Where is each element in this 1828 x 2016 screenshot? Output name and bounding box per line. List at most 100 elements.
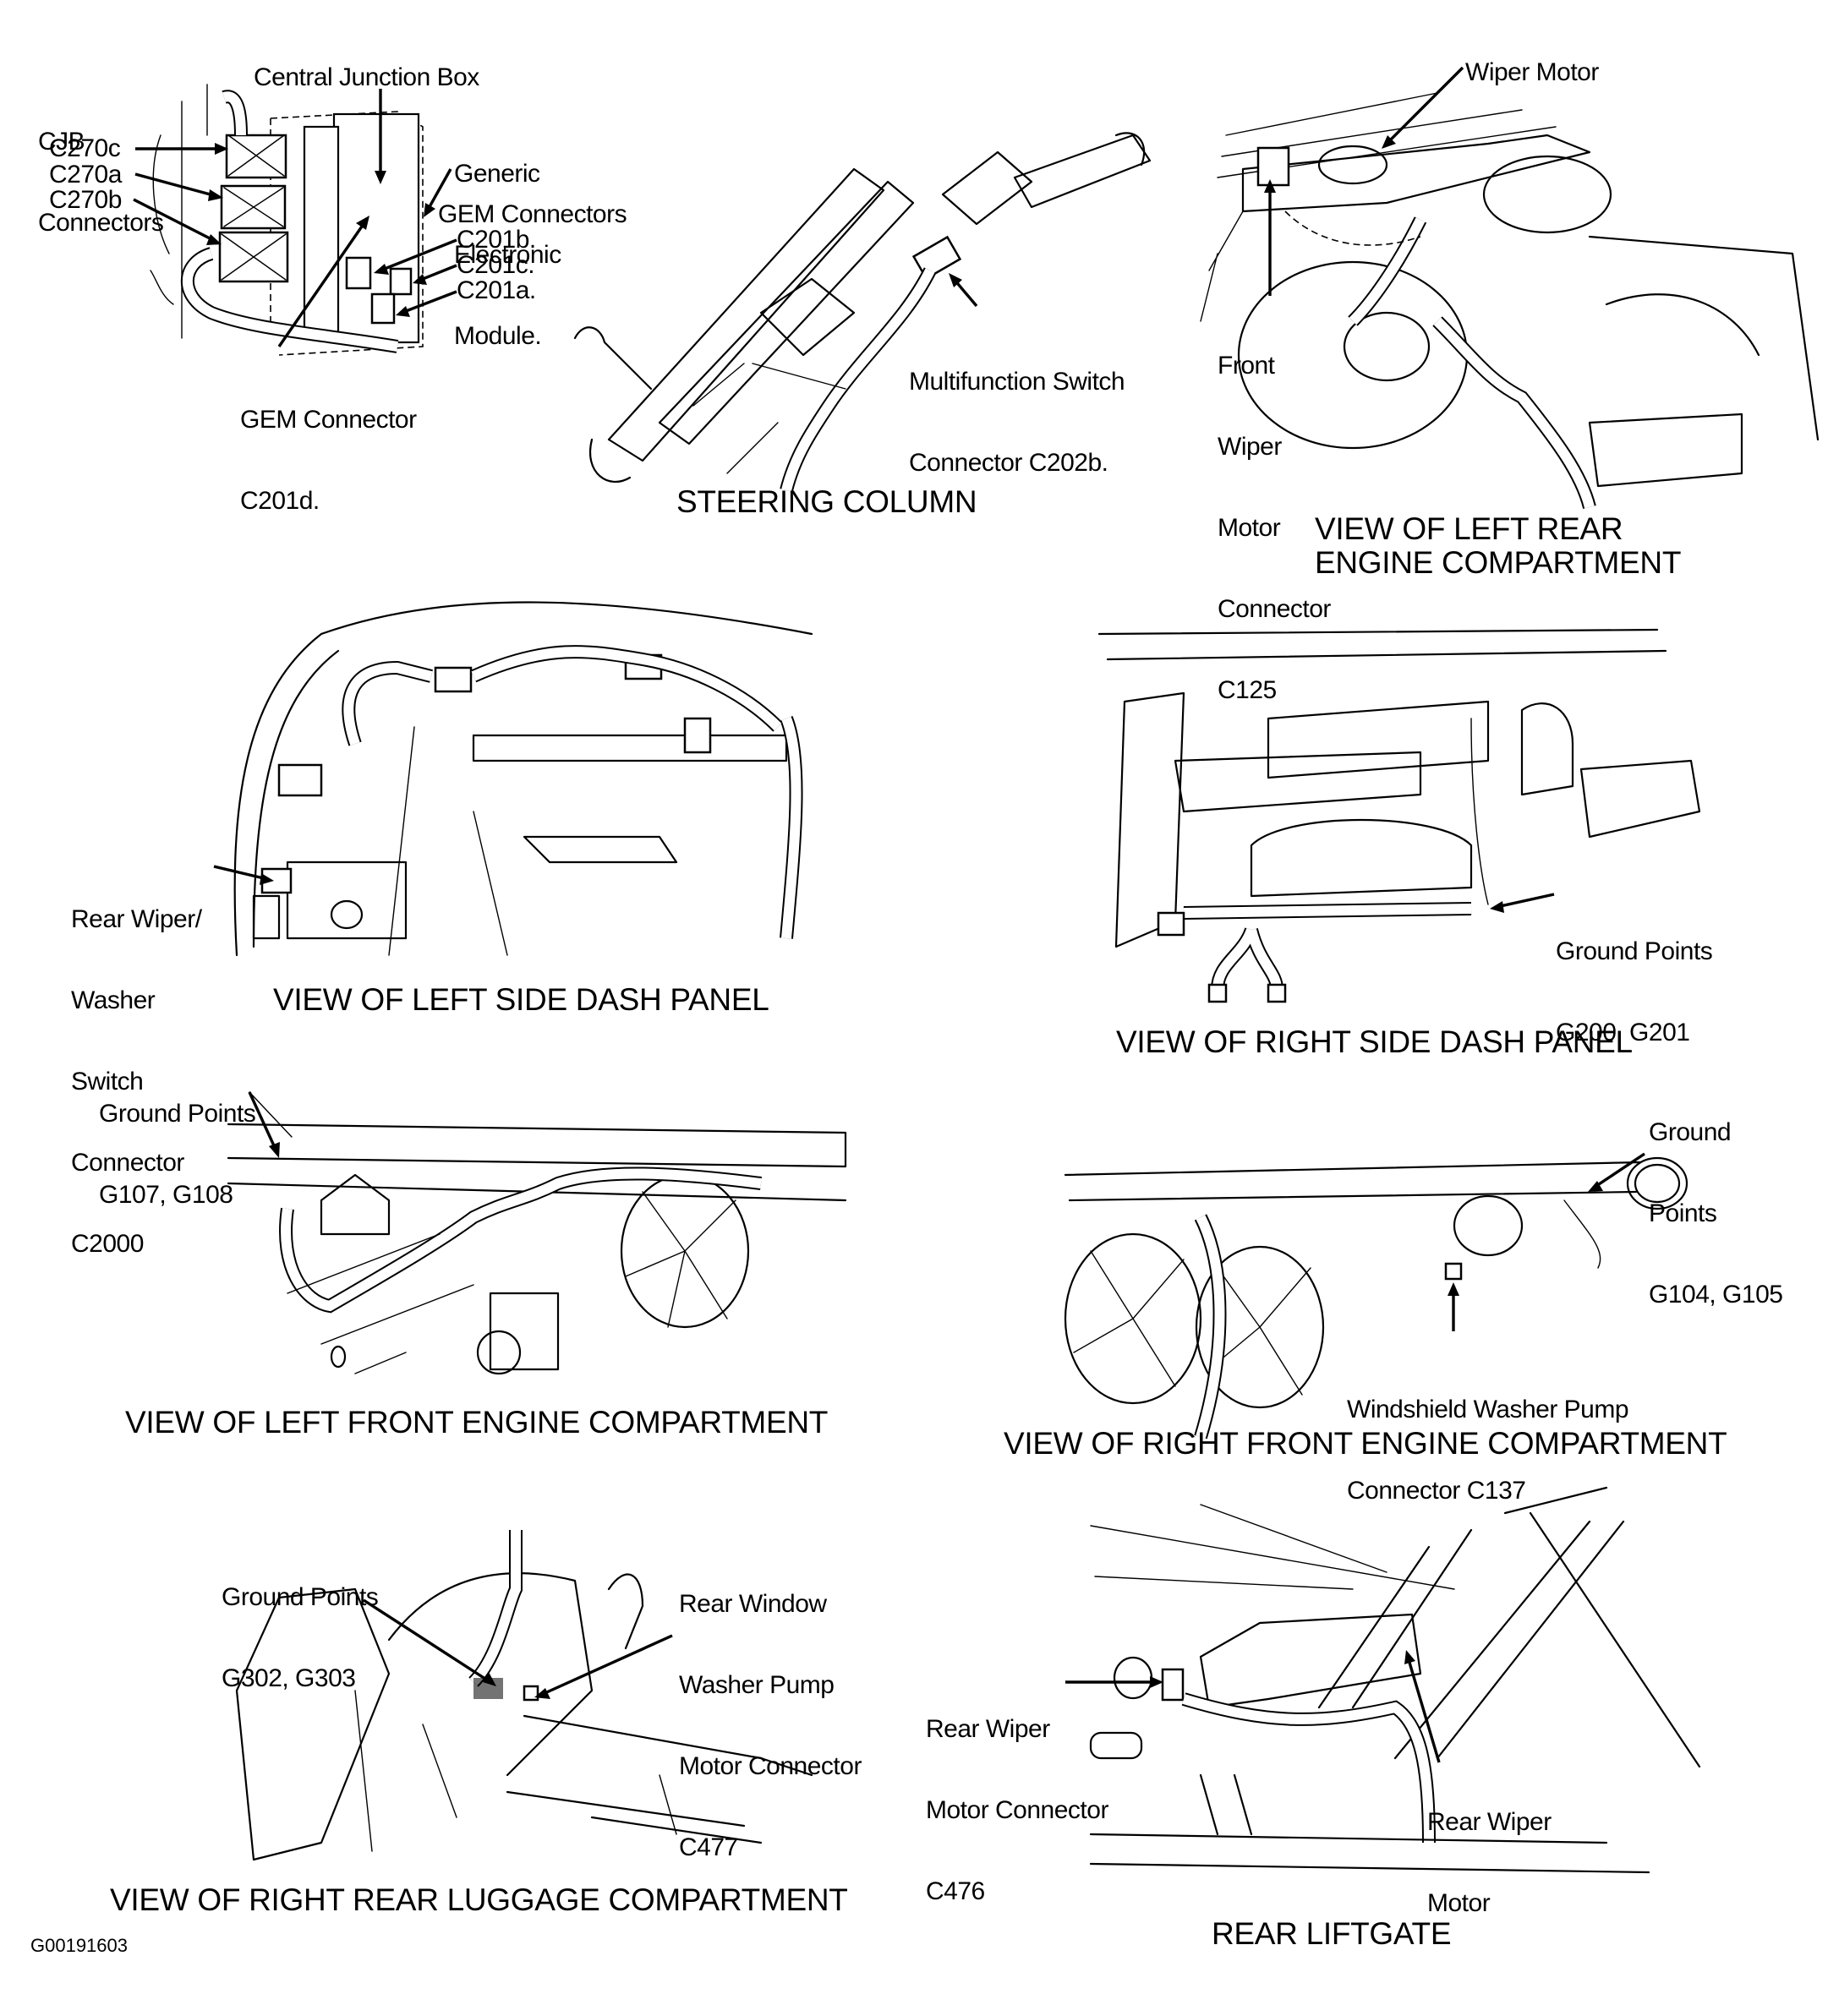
label-ground-points-g200-g201: Ground Points G200, G201	[1556, 884, 1713, 1101]
label-line: Wiper	[1218, 433, 1282, 461]
right-rear-luggage-drawing	[235, 1530, 813, 1861]
label-line: G302, G303	[222, 1664, 356, 1692]
caption-left-rear-engine-compartment: VIEW OF LEFT REAR ENGINE COMPARTMENT	[1315, 512, 1681, 580]
label-line: GEM Connector	[240, 406, 417, 434]
label-line: Rear Wiper	[926, 1715, 1050, 1743]
label-line: Connector	[1218, 595, 1331, 623]
label-line: Rear Window	[679, 1590, 827, 1618]
wiper-motor-body	[1317, 145, 1388, 185]
connector-c137	[1444, 1262, 1463, 1281]
label-rear-wiper-motor-connector: Rear Wiper Motor Connector C476	[926, 1662, 1108, 1959]
connector-c201a	[370, 292, 396, 325]
rear-wiper-motor-body	[1199, 1613, 1422, 1709]
label-c201c: C201c.	[457, 251, 535, 279]
label-line: CJB	[38, 128, 85, 156]
label-rear-wiper-motor: Rear Wiper Motor	[1427, 1755, 1552, 1971]
label-cjb-connectors: CJB Connectors	[38, 74, 164, 291]
cjb-drawing	[133, 84, 457, 356]
label-rear-wiper-washer-switch-connector: Rear Wiper/ Washer Switch Connector C200…	[71, 852, 202, 1312]
label-c201b: C201b.	[457, 226, 536, 254]
label-line: Ground Points	[222, 1583, 379, 1611]
label-rear-window-washer-pump-connector: Rear Window Washer Pump Motor Connector …	[679, 1537, 862, 1915]
label-line: Connector C137	[1347, 1477, 1526, 1505]
label-line: G107, G108	[99, 1181, 233, 1209]
label-line: C125	[1218, 676, 1277, 704]
label-gem-connector-c201d: GEM Connector C201d.	[240, 352, 417, 569]
connector-c201b	[345, 256, 372, 290]
label-line: Ground Points	[99, 1100, 256, 1128]
label-line: Multifunction Switch	[909, 368, 1125, 396]
label-line: Connector C202b.	[909, 449, 1108, 477]
label-gem-connectors: GEM Connectors	[438, 200, 627, 228]
label-line: Rear Wiper/	[71, 905, 202, 933]
caption-left-side-dash-panel: VIEW OF LEFT SIDE DASH PANEL	[273, 982, 769, 1017]
label-line: Ground Points	[1556, 937, 1713, 965]
abs-module	[489, 1292, 560, 1371]
column-shaft	[607, 167, 885, 462]
label-line: Motor	[1427, 1889, 1491, 1917]
label-line: Points	[1649, 1199, 1717, 1227]
label-line: Electronic	[454, 241, 561, 269]
left-rear-engine-drawing	[1200, 66, 1820, 510]
label-line: Module.	[454, 322, 542, 350]
caption-rear-liftgate: REAR LIFTGATE	[1212, 1916, 1452, 1951]
label-generic-electronic-module: Generic Electronic Module.	[454, 107, 561, 404]
cooling-fan-right	[1195, 1245, 1325, 1409]
label-c270a: C270a	[49, 161, 122, 188]
connector-c476	[1161, 1668, 1185, 1702]
label-windshield-washer-pump-connector: Windshield Washer Pump Connector C137	[1347, 1342, 1629, 1559]
connector-c202b	[911, 235, 962, 281]
label-line: Rear Wiper	[1427, 1808, 1552, 1836]
label-line: Windshield Washer Pump	[1347, 1396, 1629, 1423]
caption-line: ENGINE COMPARTMENT	[1315, 545, 1682, 580]
label-line: Connectors	[38, 209, 164, 237]
washer-reservoir	[1453, 1194, 1524, 1257]
caption-steering-column: STEERING COLUMN	[676, 484, 977, 519]
label-ground-points-g104-g105: Ground Points G104, G105	[1649, 1065, 1783, 1363]
label-line: G104, G105	[1649, 1281, 1783, 1308]
connector-c477	[523, 1685, 539, 1702]
label-line: Motor	[1218, 514, 1281, 542]
label-front-wiper-motor-connector: Front Wiper Motor Connector C125	[1218, 298, 1331, 758]
label-line: Washer Pump	[679, 1671, 835, 1699]
connector-c201c	[389, 267, 413, 296]
label-line: Switch	[71, 1068, 144, 1095]
label-line: Ground	[1649, 1118, 1732, 1146]
label-line: C476	[926, 1877, 985, 1905]
multifunction-lever	[1013, 134, 1152, 209]
label-central-junction-box: Central Junction Box	[254, 63, 479, 91]
label-wiper-motor: Wiper Motor	[1465, 58, 1599, 86]
steering-column-drawing	[573, 132, 1152, 493]
caption-right-side-dash-panel: VIEW OF RIGHT SIDE DASH PANEL	[1116, 1024, 1633, 1059]
label-line: G200, G201	[1556, 1019, 1690, 1046]
label-ground-points-g107-g108: Ground Points G107, G108	[99, 1046, 256, 1263]
left-side-dash-drawing	[213, 601, 813, 957]
label-multifunction-switch-connector: Multifunction Switch Connector C202b.	[909, 314, 1125, 531]
right-side-dash-drawing	[1097, 628, 1701, 1003]
label-c201a: C201a.	[457, 276, 536, 304]
label-line: Washer	[71, 986, 156, 1014]
label-line: C2000	[71, 1230, 144, 1258]
multifunction-switch-body	[941, 150, 1033, 226]
caption-line: VIEW OF LEFT REAR	[1315, 511, 1623, 546]
label-c270b: C270b	[49, 186, 122, 214]
caption-right-front-engine-compartment: VIEW OF RIGHT FRONT ENGINE COMPARTMENT	[1004, 1426, 1727, 1461]
label-line: C477	[679, 1833, 738, 1861]
figure-id: G00191603	[30, 1935, 128, 1956]
label-line: C201d.	[240, 487, 320, 515]
label-line: Motor Connector	[926, 1796, 1108, 1824]
cooling-fan-left	[1064, 1232, 1202, 1405]
rear-liftgate-drawing	[1065, 1486, 1701, 1874]
label-line: Connector	[71, 1149, 184, 1177]
connector-c125	[1256, 146, 1290, 187]
label-line: Motor Connector	[679, 1752, 862, 1780]
right-front-engine-drawing	[1064, 1152, 1688, 1440]
left-front-engine-drawing	[227, 1091, 847, 1375]
caption-right-rear-luggage-compartment: VIEW OF RIGHT REAR LUGGAGE COMPARTMENT	[110, 1882, 848, 1917]
generic-electronic-module-body	[303, 125, 340, 340]
label-ground-points-g302-g303: Ground Points G302, G303	[222, 1530, 379, 1746]
caption-left-front-engine-compartment: VIEW OF LEFT FRONT ENGINE COMPARTMENT	[125, 1405, 829, 1440]
label-line: Front	[1218, 352, 1275, 380]
